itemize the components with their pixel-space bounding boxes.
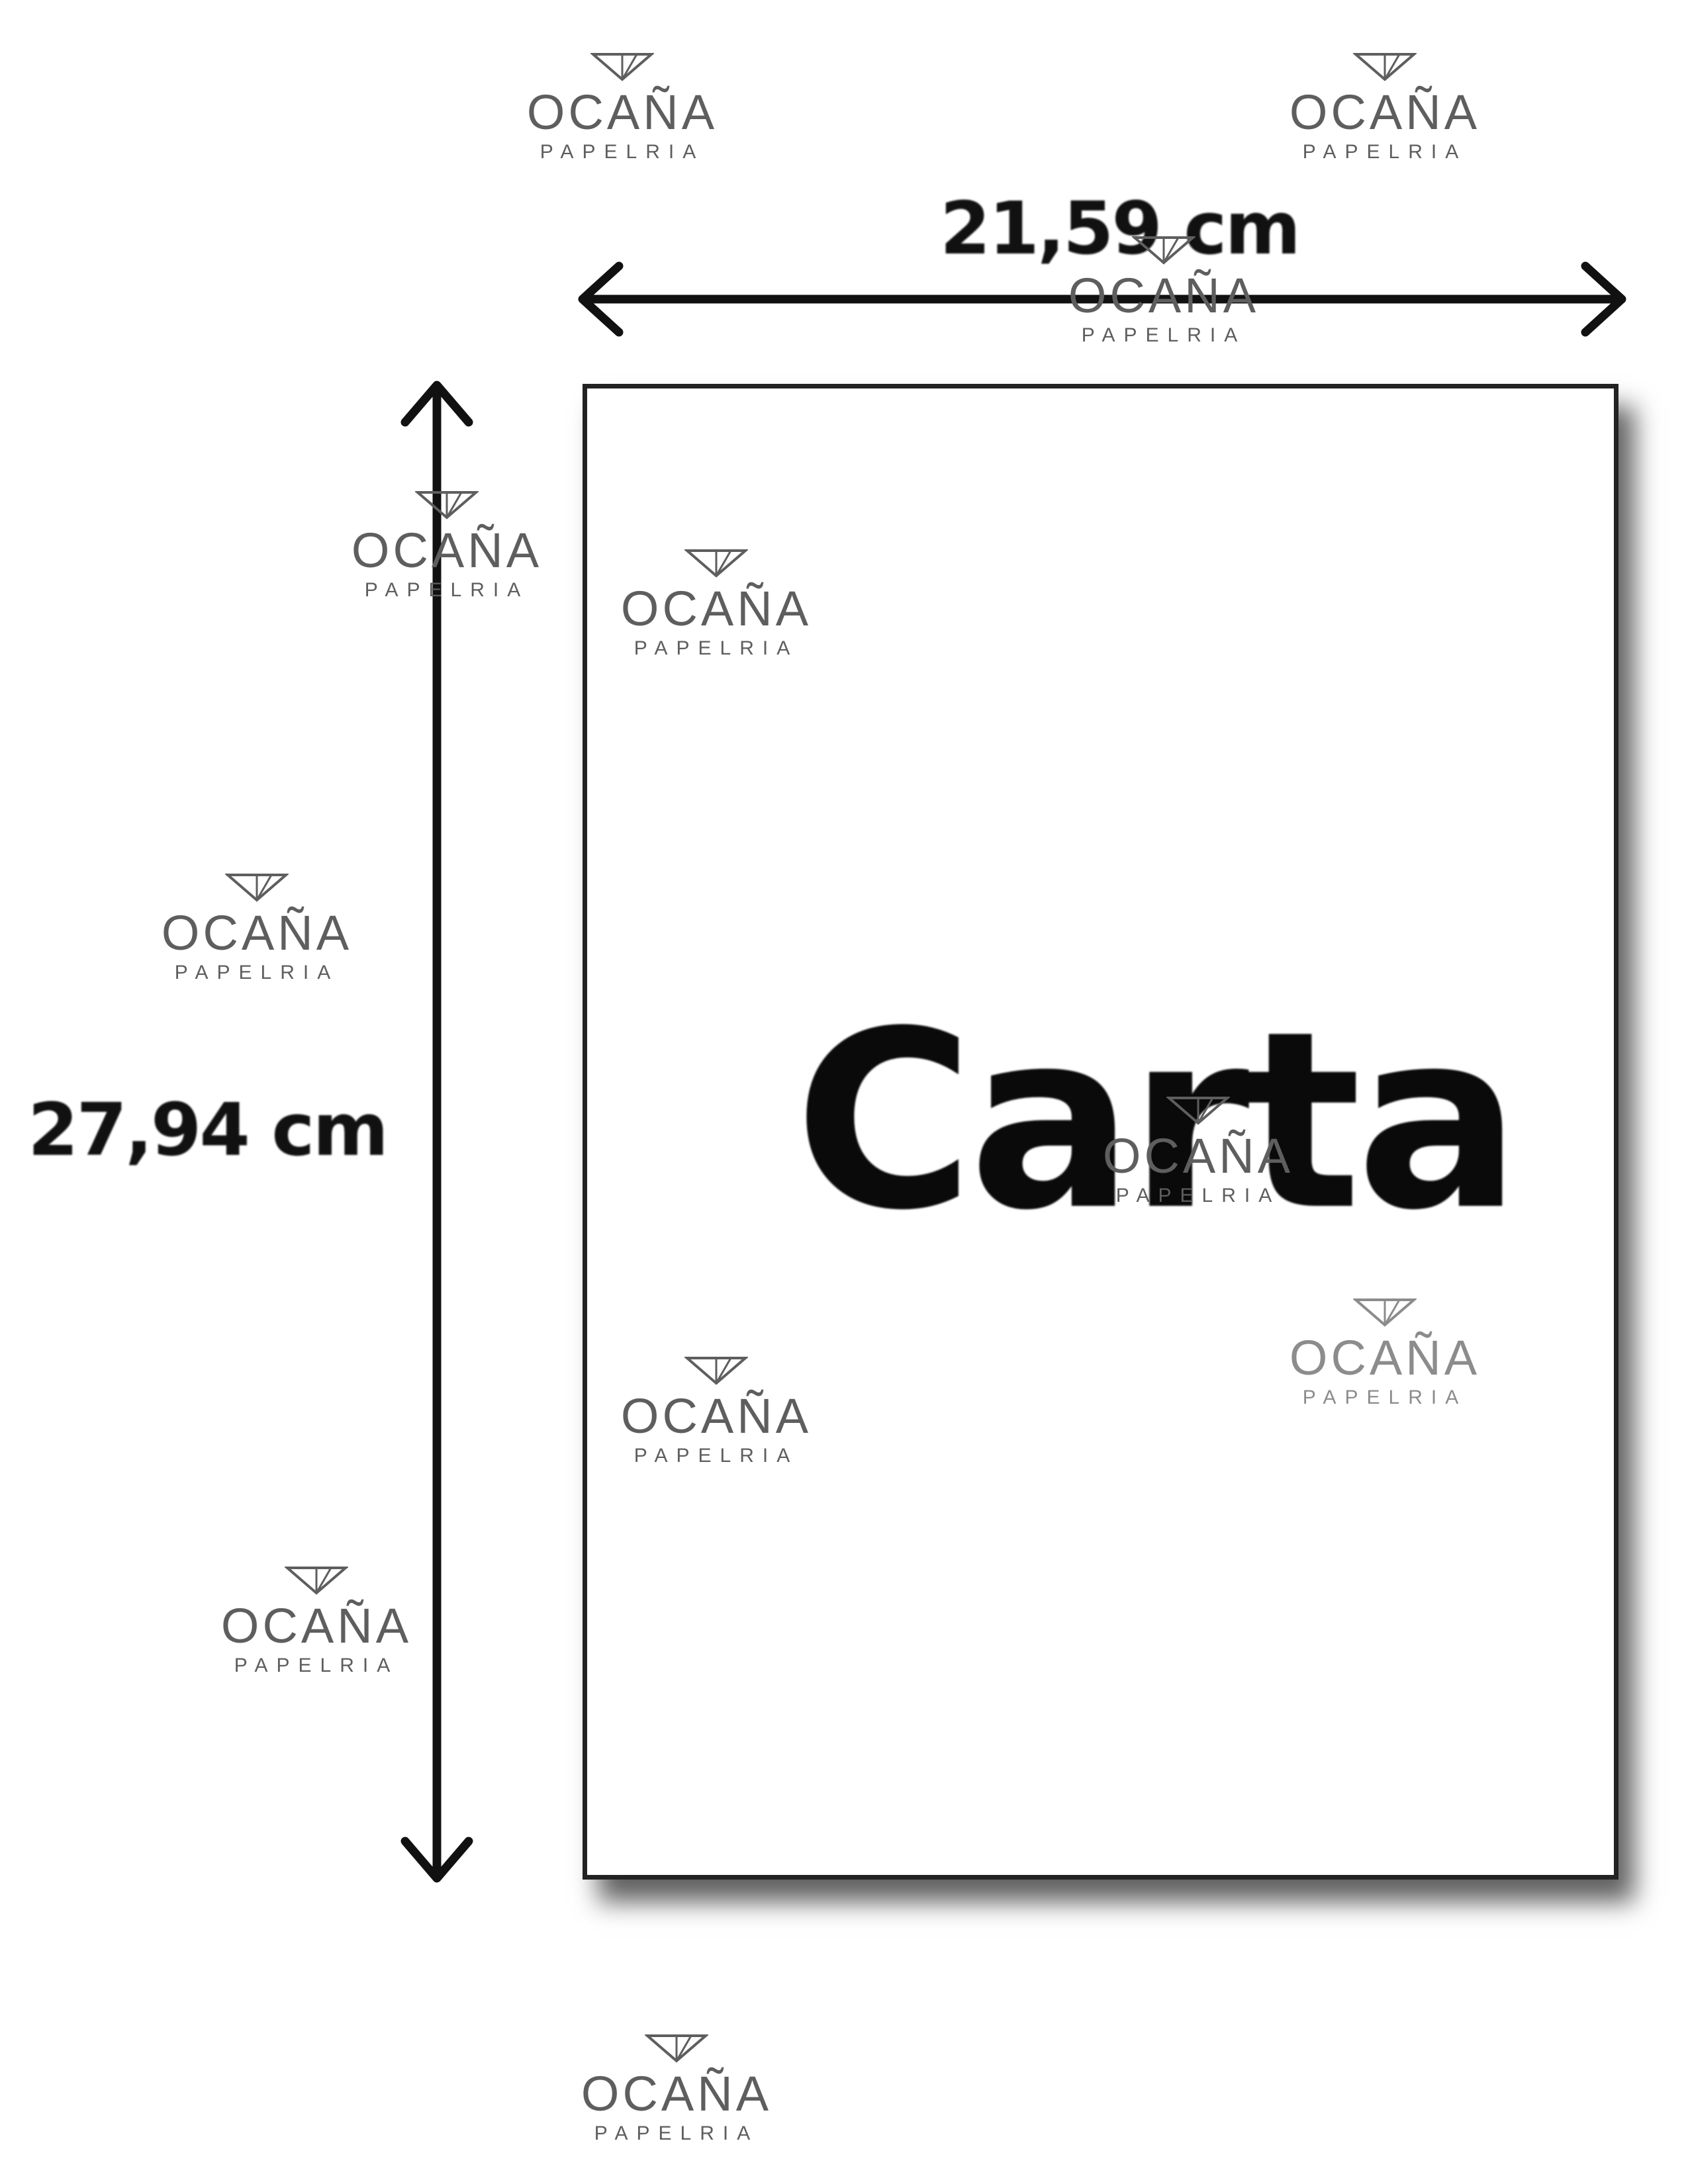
- watermark-brand: OCAÑA: [526, 85, 718, 140]
- watermark-subtitle: PAPELRIA: [1302, 141, 1468, 163]
- height-dimension-label: 27,94 cm: [28, 1087, 389, 1172]
- watermark-brand: OCAÑA: [1289, 85, 1481, 140]
- watermark-subtitle: PAPELRIA: [1115, 1185, 1281, 1206]
- letter-sheet: [583, 384, 1618, 1880]
- watermark-subtitle: PAPELRIA: [174, 962, 340, 983]
- watermark-logo: OCAÑA PAPELRIA: [610, 1355, 822, 1468]
- watermark-logo: OCAÑA PAPELRIA: [516, 52, 728, 164]
- watermark-brand: OCAÑA: [1068, 268, 1260, 323]
- width-arrow: [578, 261, 1626, 337]
- watermark-subtitle: PAPELRIA: [364, 579, 530, 601]
- watermark-logo: OCAÑA PAPELRIA: [1092, 1095, 1304, 1208]
- triangle-logo-icon: [1132, 236, 1196, 265]
- triangle-logo-icon: [590, 53, 654, 81]
- watermark-logo: OCAÑA PAPELRIA: [341, 490, 553, 602]
- triangle-logo-icon: [645, 2034, 708, 2063]
- width-dimension-label: 21,59 cm: [940, 186, 1301, 271]
- watermark-logo: OCAÑA PAPELRIA: [211, 1565, 422, 1678]
- watermark-subtitle: PAPELRIA: [539, 141, 705, 163]
- watermark-logo: OCAÑA PAPELRIA: [1279, 52, 1491, 164]
- watermark-subtitle: PAPELRIA: [234, 1655, 399, 1676]
- watermark-brand: OCAÑA: [1289, 1330, 1481, 1385]
- watermark-logo: OCAÑA PAPELRIA: [1058, 235, 1270, 347]
- triangle-logo-icon: [285, 1567, 348, 1595]
- watermark-brand: OCAÑA: [161, 905, 353, 960]
- watermark-subtitle: PAPELRIA: [633, 637, 799, 659]
- watermark-subtitle: PAPELRIA: [1081, 324, 1246, 346]
- watermark-brand: OCAÑA: [620, 581, 812, 636]
- watermark-brand: OCAÑA: [1102, 1128, 1294, 1183]
- watermark-subtitle: PAPELRIA: [594, 2122, 759, 2144]
- watermark-brand: OCAÑA: [351, 523, 543, 578]
- triangle-logo-icon: [1166, 1097, 1230, 1125]
- watermark-subtitle: PAPELRIA: [1302, 1387, 1468, 1408]
- triangle-logo-icon: [1353, 1298, 1417, 1327]
- watermark-logo: OCAÑA PAPELRIA: [610, 548, 822, 660]
- watermark-logo: OCAÑA PAPELRIA: [151, 872, 363, 985]
- paper-size-label: Carta: [794, 979, 1521, 1264]
- watermark-brand: OCAÑA: [581, 2066, 773, 2121]
- triangle-logo-icon: [684, 549, 748, 578]
- triangle-logo-icon: [1353, 53, 1417, 81]
- watermark-brand: OCAÑA: [620, 1388, 812, 1443]
- height-arrow: [400, 381, 473, 1883]
- watermark-logo: OCAÑA PAPELRIA: [571, 2033, 782, 2146]
- watermark-subtitle: PAPELRIA: [633, 1445, 799, 1467]
- triangle-logo-icon: [225, 874, 289, 902]
- triangle-logo-icon: [415, 491, 479, 520]
- watermark-logo: OCAÑA PAPELRIA: [1279, 1297, 1491, 1410]
- watermark-brand: OCAÑA: [220, 1598, 412, 1653]
- triangle-logo-icon: [684, 1357, 748, 1385]
